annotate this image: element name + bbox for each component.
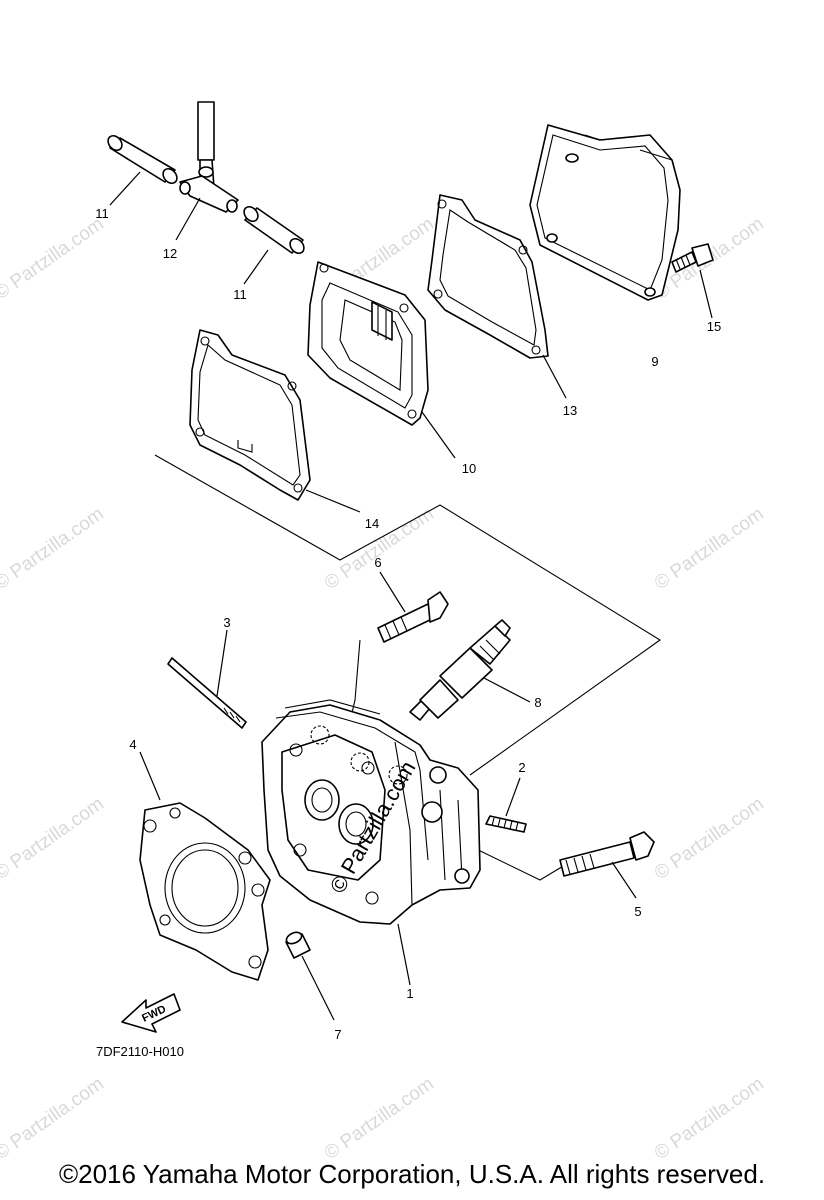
watermark: © Partzilla.com xyxy=(0,793,108,884)
callout-1: 1 xyxy=(406,986,413,1001)
callout-8: 8 xyxy=(534,695,541,710)
watermark: © Partzilla.com xyxy=(0,1073,108,1164)
watermark: © Partzilla.com xyxy=(651,793,768,884)
callout-10: 10 xyxy=(462,461,476,476)
part-11-hose-lower[interactable] xyxy=(241,204,306,285)
part-6-bolt[interactable] xyxy=(377,571,449,643)
callout-9: 9 xyxy=(651,354,658,369)
callout-11b: 11 xyxy=(233,287,247,302)
watermark: © Partzilla.com xyxy=(0,213,108,304)
watermark: © Partzilla.com xyxy=(321,1073,438,1164)
watermark: © Partzilla.com xyxy=(651,503,768,594)
part-12-joint[interactable] xyxy=(175,101,239,241)
part-2-stud[interactable] xyxy=(485,777,527,833)
part-10-breather-plate[interactable] xyxy=(307,261,456,459)
callout-6: 6 xyxy=(374,555,381,570)
part-9-valve-cover[interactable] xyxy=(529,124,681,301)
watermark: © Partzilla.com xyxy=(0,503,108,594)
part-5-bolt[interactable] xyxy=(559,831,655,899)
part-14-gasket[interactable] xyxy=(189,329,361,513)
callout-11a: 11 xyxy=(95,206,109,221)
callout-7: 7 xyxy=(334,1027,341,1042)
watermark: © Partzilla.com xyxy=(651,1073,768,1164)
part-13-gasket[interactable] xyxy=(427,194,567,399)
callout-3: 3 xyxy=(223,615,230,630)
callout-13: 13 xyxy=(563,403,577,418)
callout-2: 2 xyxy=(518,760,525,775)
part-1-cylinder-head[interactable] xyxy=(261,699,481,986)
part-7-dowel-pin[interactable] xyxy=(285,930,335,1021)
part-4-head-gasket[interactable] xyxy=(139,751,271,981)
diagram-code: 7DF2110-H010 xyxy=(96,1044,184,1059)
callout-4: 4 xyxy=(129,737,136,752)
part-11-hose-upper[interactable] xyxy=(105,133,179,206)
callout-15: 15 xyxy=(707,319,721,334)
callout-12: 12 xyxy=(163,246,177,261)
part-15-bolt[interactable] xyxy=(671,243,714,319)
callouts: 1 2 3 4 5 6 7 8 9 10 11 11 12 13 14 15 xyxy=(95,206,721,1042)
part-8-spark-plug[interactable] xyxy=(409,619,531,721)
callout-14: 14 xyxy=(365,516,379,531)
fwd-arrow: FWD xyxy=(121,993,181,1033)
part-3-stud[interactable] xyxy=(167,629,247,729)
watermark: © Partzilla.com xyxy=(321,503,438,594)
copyright-notice: ©2016 Yamaha Motor Corporation, U.S.A. A… xyxy=(58,1159,766,1189)
callout-5: 5 xyxy=(634,904,641,919)
